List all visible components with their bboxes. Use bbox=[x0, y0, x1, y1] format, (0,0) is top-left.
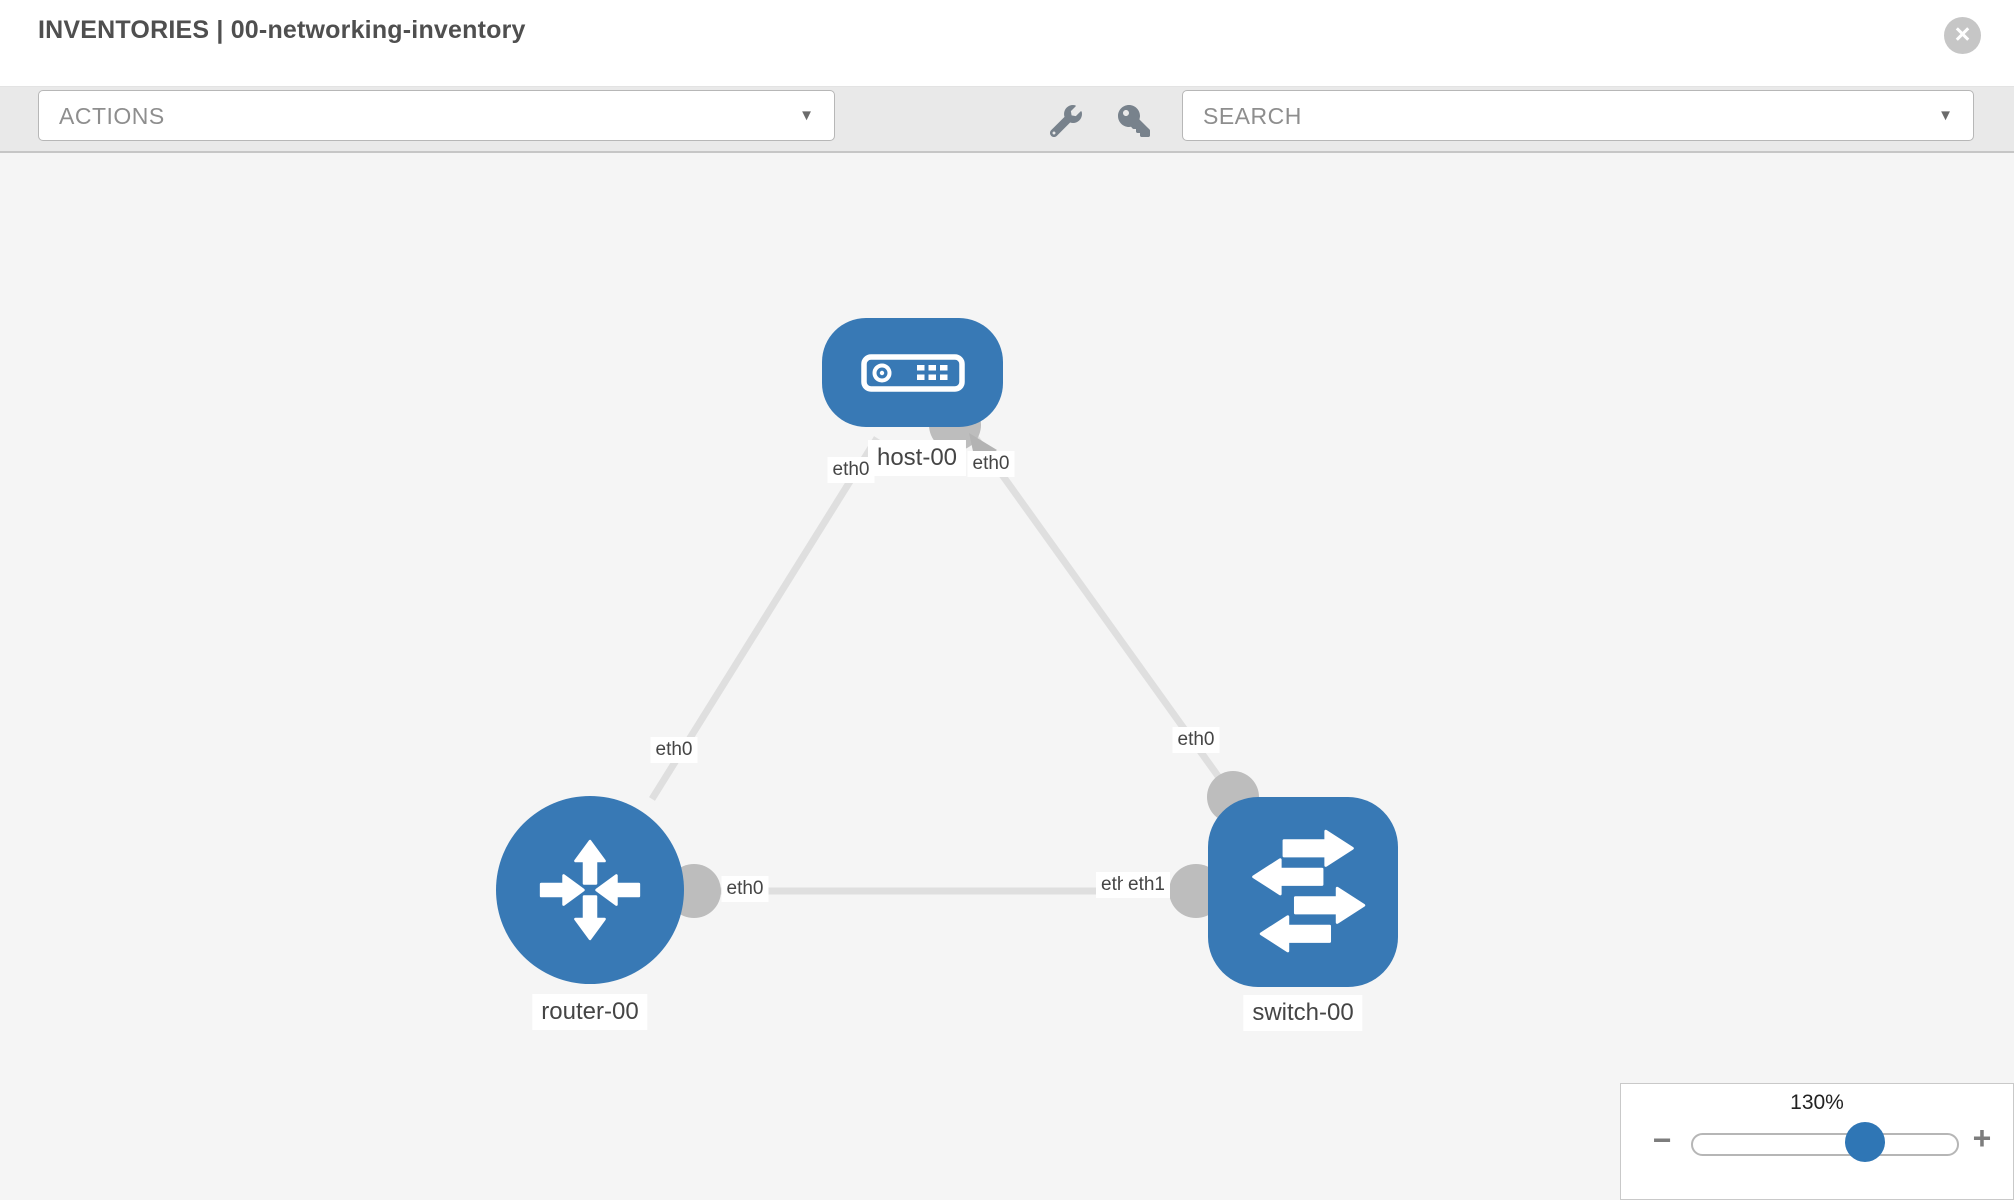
host-icon bbox=[860, 353, 965, 392]
close-x-glyph: × bbox=[1954, 19, 1971, 49]
port-label-eth1: eth1 bbox=[1123, 872, 1170, 898]
close-icon[interactable]: × bbox=[1944, 17, 1981, 54]
zoom-slider-track[interactable] bbox=[1691, 1133, 1959, 1156]
key-button[interactable] bbox=[1112, 99, 1156, 143]
switch-icon bbox=[1252, 829, 1366, 953]
chevron-down-icon: ▼ bbox=[1938, 107, 1953, 124]
port-label-eth0: eth0 bbox=[827, 457, 875, 483]
port-label-eth0: eth0 bbox=[967, 451, 1015, 477]
plus-icon: + bbox=[1972, 1120, 1992, 1156]
port-label-eth0: eth0 bbox=[721, 876, 769, 902]
zoom-control-panel: 130% − + bbox=[1620, 1083, 2014, 1200]
node-label-switch: switch-00 bbox=[1243, 995, 1363, 1031]
header-bar: INVENTORIES | 00-networking-inventory × bbox=[0, 0, 2014, 87]
search-dropdown[interactable]: SEARCH ▼ bbox=[1182, 90, 1974, 141]
actions-dropdown[interactable]: ACTIONS ▼ bbox=[38, 90, 835, 141]
actions-dropdown-label: ACTIONS bbox=[59, 103, 165, 129]
topology-links-layer bbox=[649, 399, 1259, 918]
search-dropdown-label: SEARCH bbox=[1203, 103, 1302, 129]
node-switch-00[interactable] bbox=[1208, 797, 1398, 987]
port-label-eth0: eth0 bbox=[650, 737, 698, 763]
topology-canvas[interactable]: host-00 router-00 switch-00 eth0 eth0 et… bbox=[0, 153, 2014, 1200]
minus-icon: − bbox=[1652, 1122, 1672, 1158]
node-label-host: host-00 bbox=[867, 440, 967, 476]
wrench-icon bbox=[1050, 105, 1082, 137]
zoom-level-value: 130% bbox=[1790, 1091, 1844, 1114]
toolbar: ACTIONS ▼ SEARCH ▼ bbox=[0, 87, 2014, 153]
page-title: INVENTORIES | 00-networking-inventory bbox=[38, 16, 526, 44]
node-host-00[interactable] bbox=[822, 318, 1003, 427]
port-label-eth0: eth0 bbox=[1172, 727, 1220, 753]
key-icon bbox=[1118, 105, 1150, 137]
zoom-in-button[interactable]: + bbox=[1967, 1122, 1997, 1154]
wrench-button[interactable] bbox=[1044, 99, 1088, 143]
chevron-down-icon: ▼ bbox=[799, 107, 814, 124]
node-router-00[interactable] bbox=[496, 796, 684, 984]
node-label-router: router-00 bbox=[532, 994, 648, 1030]
zoom-out-button[interactable]: − bbox=[1647, 1124, 1677, 1156]
zoom-slider-thumb[interactable] bbox=[1845, 1122, 1885, 1162]
router-icon bbox=[539, 839, 641, 941]
